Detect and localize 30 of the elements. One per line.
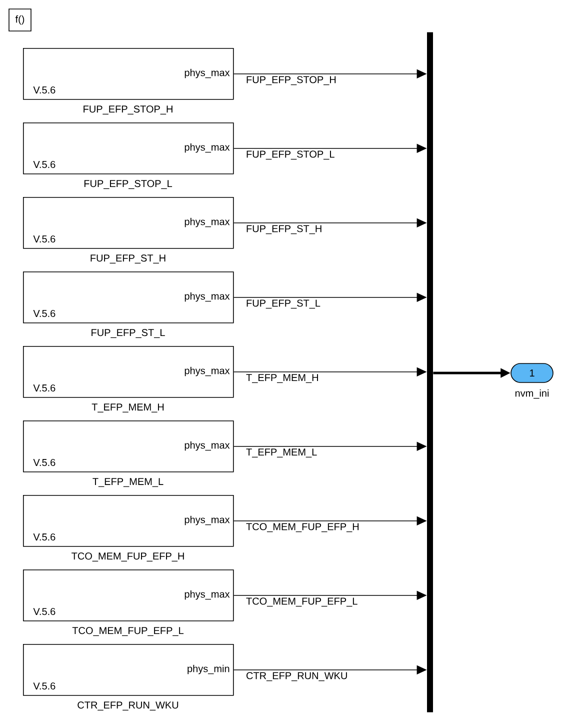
subsystem-block: phys_max V.5.6 [23,420,234,472]
subsystem-block: phys_max V.5.6 [23,48,234,100]
port-name: nvm_ini [515,389,549,399]
block-name: CTR_EFP_RUN_WKU [78,702,178,710]
signal-label: TCO_MEM_FUP_EFP_L [245,596,359,608]
block-name: T_EFP_MEM_H [92,404,164,412]
subsystem-block: phys_max V.5.6 [23,197,234,249]
block-name: TCO_MEM_FUP_EFP_L [72,627,184,636]
block-name: FUP_EFP_ST_H [90,254,166,264]
signal-label: T_EFP_MEM_L [245,448,318,458]
subsystem-block: phys_max V.5.6 [23,570,234,622]
subsystem-block: phys_max V.5.6 [23,346,234,398]
block-name: FUP_EFP_STOP_H [84,106,172,114]
subsystem-block: phys_max V.5.6 [23,272,234,324]
block-name: T_EFP_MEM_L [92,478,164,487]
subsystem-block: phys_min V.5.6 [23,644,234,696]
signal-label: FUP_EFP_STOP_H [245,75,338,86]
function-box: f() [8,8,32,32]
signal-label: FUP_EFP_STOP_L [245,150,336,161]
subsystem-block: phys_max V.5.6 [23,122,234,174]
block-name: FUP_EFP_ST_L [92,329,165,338]
signal-label: FUP_EFP_ST_L [245,298,322,310]
signal-label: FUP_EFP_ST_H [245,224,324,236]
block-name: FUP_EFP_STOP_L [84,180,172,189]
signal-label: CTR_EFP_RUN_WKU [245,671,349,682]
signal-label: TCO_MEM_FUP_EFP_H [245,522,360,534]
subsystem-block: phys_max V.5.6 [23,495,234,547]
signal-label: T_EFP_MEM_H [245,373,320,384]
outport-terminal: 1 [510,363,554,383]
block-name: TCO_MEM_FUP_EFP_H [72,552,184,562]
